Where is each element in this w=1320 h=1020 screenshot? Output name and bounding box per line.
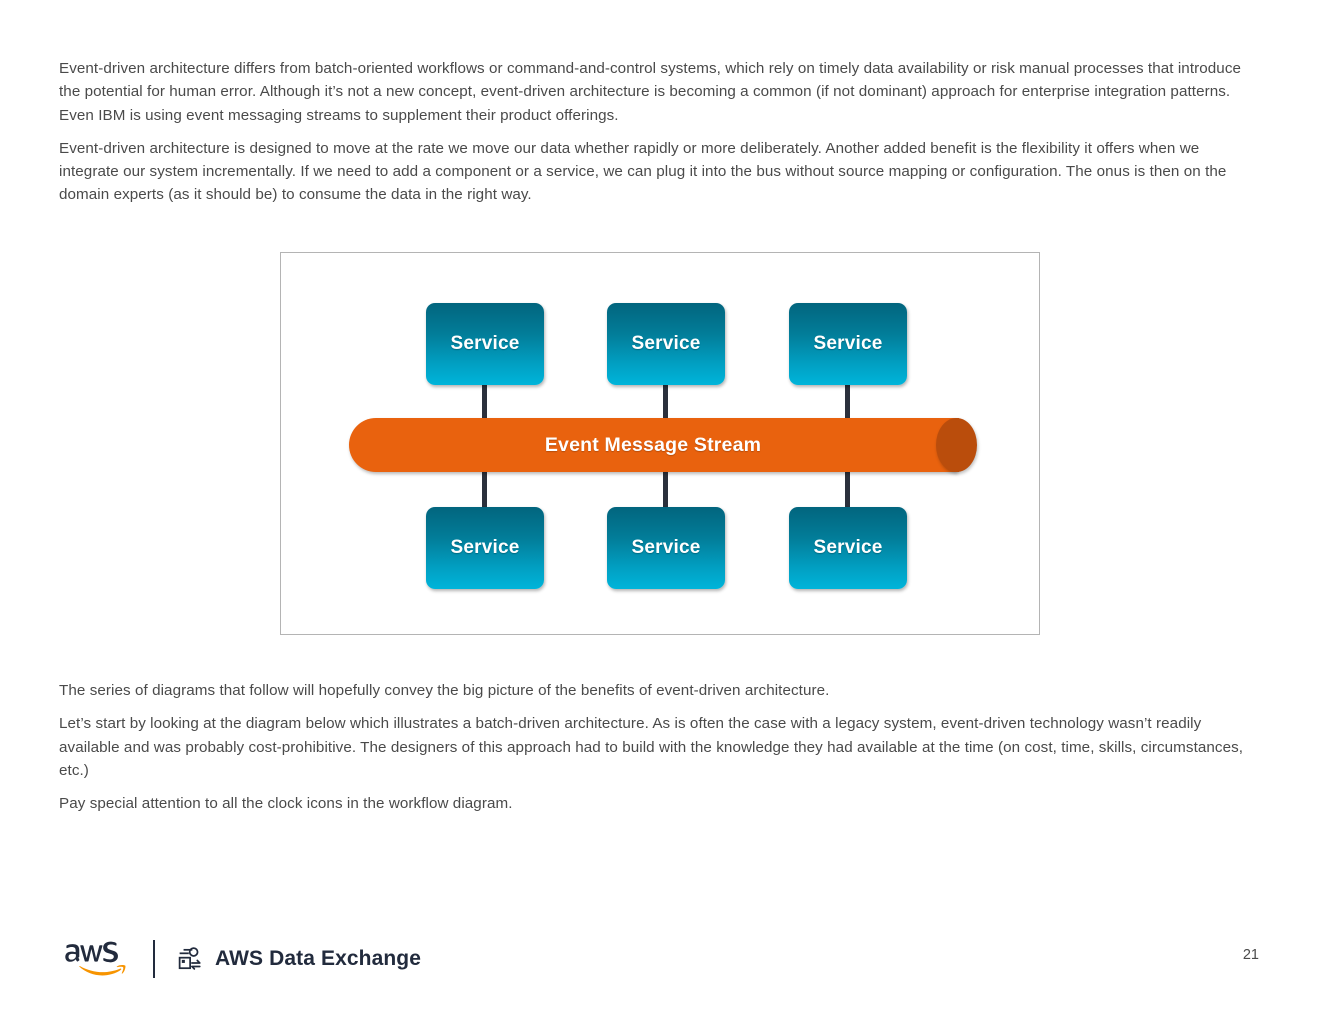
connector-line-bottom-3 xyxy=(845,453,850,523)
service-box-label: Service xyxy=(813,537,883,558)
page-footer: AWS Data Exchange 21 xyxy=(59,933,1259,985)
paragraph: Pay special attention to all the clock i… xyxy=(59,795,513,813)
diagram-canvas: Service Service Service Event Message St… xyxy=(281,253,1039,634)
connector-line-bottom-2 xyxy=(663,453,668,523)
bus-body-extension xyxy=(649,418,959,472)
paragraph: Event-driven architecture is designed to… xyxy=(59,139,1227,204)
service-box-label: Service xyxy=(450,537,520,558)
aws-logo-icon xyxy=(65,941,126,976)
aws-data-exchange-icon xyxy=(178,947,201,970)
connector-line-top-3 xyxy=(845,335,850,435)
page-number: 21 xyxy=(1242,947,1259,963)
footer-divider xyxy=(153,940,155,978)
connector-line-bottom-1 xyxy=(482,453,487,523)
service-box-bottom-2[interactable]: Service xyxy=(607,507,725,589)
paragraph: Event-driven architecture differs from b… xyxy=(59,60,1242,124)
service-box-label: Service xyxy=(813,333,883,354)
event-message-stream-bus[interactable]: Event Message Stream xyxy=(349,418,977,472)
intro-text-block: Event-driven architecture differs from b… xyxy=(59,57,1247,217)
service-box-label: Service xyxy=(631,537,701,558)
service-box-top-1[interactable]: Service xyxy=(426,303,544,385)
bus-end-cap xyxy=(936,418,977,472)
service-box-label: Service xyxy=(450,333,520,354)
closing-text-block: The series of diagrams that follow will … xyxy=(59,679,1247,825)
service-box-top-3[interactable]: Service xyxy=(789,303,907,385)
bus-label: Event Message Stream xyxy=(544,433,762,456)
service-box-label: Service xyxy=(631,333,701,354)
aws-data-exchange-label: AWS Data Exchange xyxy=(215,947,422,970)
event-driven-architecture-diagram: Service Service Service Event Message St… xyxy=(280,252,1040,635)
footer-branding: AWS Data Exchange xyxy=(59,933,421,985)
service-box-bottom-1[interactable]: Service xyxy=(426,507,544,589)
connector-line-top-2 xyxy=(663,335,668,435)
service-box-bottom-3[interactable]: Service xyxy=(789,507,907,589)
service-box-top-2[interactable]: Service xyxy=(607,303,725,385)
paragraph: Let’s start by looking at the diagram be… xyxy=(59,715,1244,779)
connector-line-top-1 xyxy=(482,335,487,435)
paragraph: The series of diagrams that follow will … xyxy=(59,682,830,699)
